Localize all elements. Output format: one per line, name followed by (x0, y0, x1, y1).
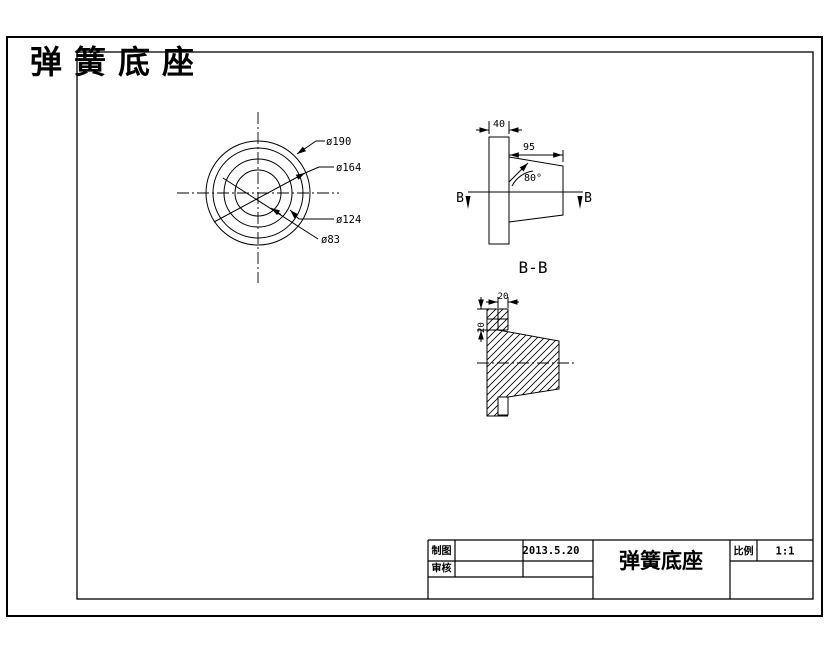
dim-20-side-label: 20 (477, 322, 487, 333)
leader-d164-elbow (304, 166, 334, 174)
drafter-label: 制图 (432, 544, 452, 557)
leader-d164 (213, 172, 306, 223)
dia-label-83: ø83 (321, 234, 340, 246)
section-cone-outline (497, 329, 560, 398)
b-label-left: B (456, 191, 464, 206)
cone-outline (508, 156, 564, 223)
leader-d124 (289, 209, 334, 220)
dim-40-label: 40 (493, 119, 505, 130)
dim-20t-extensions (497, 297, 509, 308)
outer-border (6, 36, 823, 617)
dim-95-label: 95 (523, 142, 535, 153)
angle-arc (511, 170, 534, 187)
leader-d83-arrow (270, 207, 282, 216)
top-view (177, 112, 339, 283)
title-block (427, 539, 813, 599)
reviewer-label: 审核 (432, 562, 452, 575)
dia-label-164: ø164 (336, 162, 361, 174)
title-block-columns (454, 540, 758, 599)
title-block-rows (428, 560, 813, 578)
section-arrow-right (577, 196, 583, 209)
drawing-date: 2013.5.20 (523, 545, 580, 557)
scale-value: 1:1 (776, 546, 795, 558)
angle-80-label: 80° (524, 173, 542, 184)
b-label-right: B (584, 191, 592, 206)
scale-label: 比例 (734, 545, 754, 558)
leader-d83 (222, 177, 319, 240)
hatch-cone (498, 330, 559, 397)
hatch-flange (487, 309, 508, 416)
dim-40-extensions (488, 121, 510, 134)
section-view (477, 297, 574, 417)
section-top-grid (487, 309, 508, 331)
bottom-groove (497, 396, 509, 416)
angle-leader (508, 162, 529, 183)
dia-label-124: ø124 (336, 214, 361, 226)
flange-outline (488, 136, 510, 245)
inner-border (76, 51, 814, 600)
section-arrow-left (465, 196, 471, 209)
leader-d190 (296, 140, 325, 155)
page-title: 弹簧底座 (30, 43, 206, 81)
section-view-caption: B-B (519, 258, 548, 277)
dim-20s-extensions (477, 308, 488, 331)
dia-label-190: ø190 (326, 136, 351, 148)
dim-20-top-label: 20 (498, 292, 509, 302)
part-name: 弹簧底座 (619, 549, 703, 573)
side-view (465, 121, 583, 245)
